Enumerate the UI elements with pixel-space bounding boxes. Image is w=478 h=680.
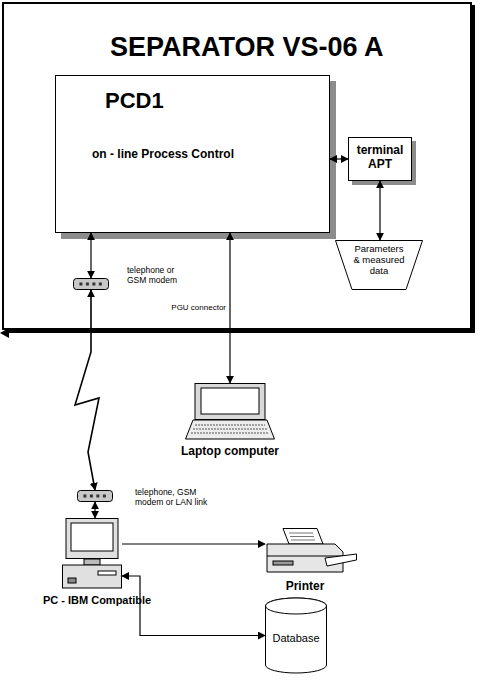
connector [94, 502, 95, 518]
data-store: Parameters & measured data [335, 240, 423, 290]
paper-line [289, 533, 313, 534]
node-shape [62, 518, 122, 590]
node-shape [77, 490, 113, 502]
device-label: Printer [265, 580, 345, 594]
monitor-stand [84, 559, 100, 565]
connector [379, 181, 380, 240]
boundary-title: SEPARATOR VS-06 A [110, 32, 460, 63]
node-shape [185, 383, 275, 441]
box-body: on - line Process Control [92, 148, 322, 162]
laptop-base [186, 420, 275, 439]
printer-icon: Printer [265, 528, 357, 578]
laptop-keys [193, 429, 267, 430]
database-label: Database [265, 632, 327, 645]
laptop-icon: Laptop computer [185, 383, 275, 441]
modem-icon: telephone or GSM modem [73, 278, 109, 290]
connector [75, 290, 99, 490]
device-label: Laptop computer [165, 445, 295, 459]
modem-led [90, 495, 93, 498]
connector [122, 576, 265, 636]
trapezoid-outline [336, 241, 423, 290]
printer-tray [325, 554, 357, 566]
connector [229, 233, 230, 383]
laptop-keys [195, 425, 265, 426]
modem-icon: telephone, GSM modem or LAN link [77, 490, 113, 502]
database-top [266, 598, 327, 614]
printer-paper [283, 529, 323, 545]
modem-led [86, 283, 89, 286]
paper-line [290, 536, 314, 537]
corner-arrow [0, 328, 9, 338]
pc-icon: PC - IBM Compatible [62, 518, 122, 590]
modem-led [96, 495, 99, 498]
paper-line [291, 540, 315, 541]
monitor-case [66, 519, 118, 559]
database-cylinder: Database [265, 598, 327, 673]
modem-led [83, 495, 86, 498]
modem-led [92, 283, 95, 286]
terminal-box: terminal APT [348, 137, 412, 181]
box-heading: PCD1 [105, 88, 305, 113]
connector [330, 158, 348, 159]
laptop-lid [195, 384, 265, 420]
printer-seam [267, 556, 343, 557]
system-boundary: SEPARATOR VS-06 A PCD1 on - line Process C… [2, 2, 472, 330]
controller-box: PCD1 on - line Process Control [55, 75, 330, 233]
power-button [68, 578, 76, 583]
modem-led [103, 495, 106, 498]
drive-slot [98, 571, 116, 575]
modem-label: telephone, GSM modem or LAN link [135, 488, 215, 508]
modem-label: telephone or GSM modem [127, 266, 187, 286]
store-label: Parameters & measured data [351, 244, 407, 277]
connector [90, 233, 91, 278]
node-shape [265, 528, 357, 578]
database-cylinder [266, 598, 327, 673]
connector-label: PGU connector [166, 304, 226, 313]
pc-case [63, 565, 122, 588]
modem-led [79, 283, 82, 286]
connector [122, 543, 265, 544]
monitor-screen [71, 523, 113, 551]
modem-led [99, 283, 102, 286]
node-shape [73, 278, 109, 290]
box-label: terminal APT [349, 144, 411, 172]
laptop-keys [191, 433, 269, 434]
laptop-screen [201, 388, 259, 414]
modem-body [78, 491, 113, 502]
printer-panel [273, 561, 293, 565]
device-label: PC - IBM Compatible [32, 594, 162, 607]
modem-body [74, 279, 109, 290]
